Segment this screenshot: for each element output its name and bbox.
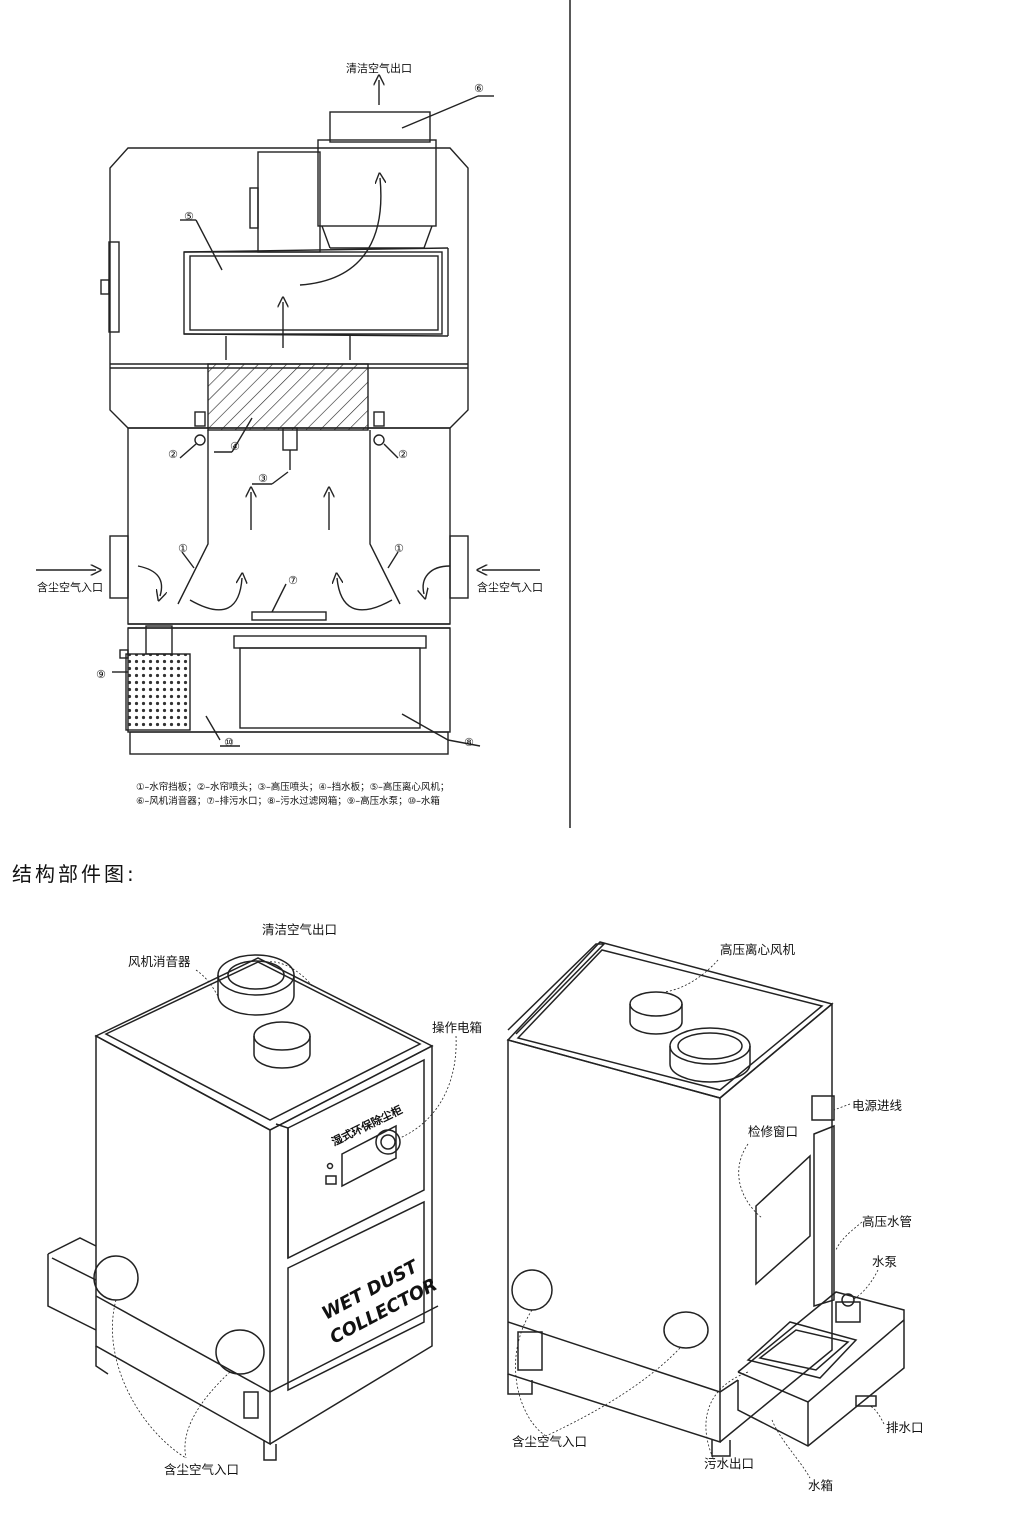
callout-10: ⑩ (224, 736, 234, 749)
callout-1-left: ① (178, 542, 188, 555)
left-dusty-air-inlet-label: 含尘空气入口 (164, 1462, 239, 1477)
clean-air-outlet-label: 清洁空气出口 (346, 61, 412, 75)
water-tank-label: 水箱 (808, 1478, 833, 1493)
centrifugal-fan-label: 高压离心风机 (720, 942, 796, 957)
water-pump-label: 水泵 (872, 1254, 897, 1269)
right-dusty-air-inlet-label: 含尘空气入口 (512, 1434, 587, 1449)
callout-5: ⑤ (184, 210, 194, 223)
sewage-outlet-label: 污水出口 (704, 1456, 754, 1471)
callout-4: ④ (230, 440, 240, 453)
right-isometric-view (506, 941, 905, 1479)
left-isometric-view (47, 954, 457, 1461)
callout-9: ⑨ (96, 668, 106, 681)
callout-numbers: ① ② ② ③ ④ ⑤ ⑥ ⑦ ⑧ ⑨ ⑩ ① (96, 82, 484, 749)
hp-water-pipe-label: 高压水管 (862, 1214, 912, 1229)
inspection-window-label: 检修窗口 (748, 1124, 798, 1139)
callout-2-right: ② (398, 448, 408, 461)
power-inlet-label: 电源进线 (852, 1098, 903, 1113)
control-box-label: 操作电箱 (432, 1020, 482, 1035)
legend-line-1: ①–水帘挡板；②–水帘喷头；③–高压喷头；④–挡水板；⑤–高压离心风机； (136, 781, 449, 793)
callout-7: ⑦ (288, 574, 298, 587)
callout-6: ⑥ (474, 82, 484, 95)
schematic-drawing (36, 80, 540, 755)
section-title: 结构部件图: (12, 862, 137, 886)
fan-silencer-label: 风机消音器 (128, 954, 191, 969)
callout-3: ③ (258, 472, 268, 485)
callout-1-right: ① (394, 542, 404, 555)
callout-2-left: ② (168, 448, 178, 461)
left-clean-air-outlet-label: 清洁空气出口 (262, 922, 337, 937)
legend-line-2: ⑥–风机消音器；⑦–排污水口；⑧–污水过滤网箱；⑨–高压水泵；⑩–水箱 (136, 795, 440, 807)
dusty-air-inlet-right-label: 含尘空气入口 (477, 580, 543, 594)
drain-outlet-label: 排水口 (886, 1420, 924, 1435)
callout-8: ⑧ (464, 736, 474, 749)
dusty-air-inlet-left-label: 含尘空气入口 (37, 580, 103, 594)
